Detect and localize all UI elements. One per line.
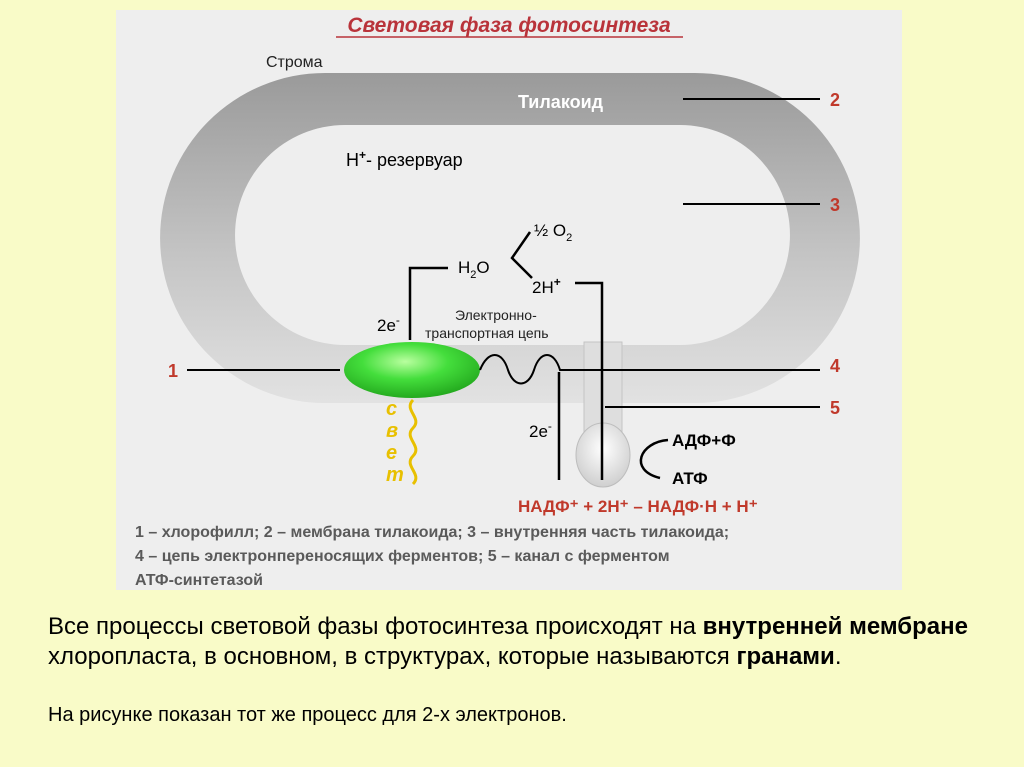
label-light-3: е <box>386 442 397 464</box>
thylakoid-membrane <box>160 73 860 403</box>
marker-3: 3 <box>830 195 840 215</box>
marker-5: 5 <box>830 398 840 418</box>
label-electrons-right: 2e- <box>529 419 552 441</box>
label-light-1: с <box>386 398 397 420</box>
label-atp: АТФ <box>672 469 708 488</box>
note-paragraph: На рисунке показан тот же процесс для 2-… <box>48 704 567 727</box>
description-text-3: . <box>835 643 842 670</box>
marker-1: 1 <box>168 361 178 381</box>
marker-2: 2 <box>830 90 840 110</box>
label-light-4: т <box>386 464 404 486</box>
nadp-equation: НАДФ⁺ + 2Н⁺ – НАДФ·Н + Н⁺ <box>518 497 758 516</box>
label-etc-line1: Электронно- <box>455 307 537 323</box>
chlorophyll <box>344 342 480 398</box>
label-thylakoid: Тилакоид <box>518 92 604 112</box>
legend-line-3: АТФ-синтетазой <box>135 572 263 589</box>
light-wave <box>410 400 416 484</box>
label-water: H2O <box>458 258 490 281</box>
description-text-2: хлоропласта, в основном, в структурах, к… <box>48 643 736 670</box>
label-h-reservoir: H+- резервуар <box>346 148 463 170</box>
label-stroma: Строма <box>266 54 323 71</box>
water-split-lines <box>512 232 532 278</box>
description-paragraph: Все процессы световой фазы фотосинтеза п… <box>48 612 1008 672</box>
label-two-protons: 2H+ <box>532 275 561 297</box>
diagram-title: Световая фаза фотосинтеза <box>347 14 671 37</box>
legend-line-1: 1 – хлорофилл; 2 – мембрана тилакоида; 3… <box>135 524 729 541</box>
marker-4: 4 <box>830 356 840 376</box>
description-text-1: Все процессы световой фазы фотосинтеза п… <box>48 613 703 640</box>
description-bold-1: внутренней мембране <box>703 613 968 640</box>
label-etc-line2: транспортная цепь <box>425 325 548 341</box>
adp-atp-arrow <box>641 440 668 478</box>
legend-line-2: 4 – цепь электронпереносящих ферментов; … <box>135 548 670 565</box>
label-adp: АДФ+Ф <box>672 431 736 450</box>
label-light-2: в <box>386 420 398 442</box>
label-half-oxygen: ½ O2 <box>534 221 572 244</box>
label-electrons-left: 2e- <box>377 313 400 335</box>
description-bold-2: гранами <box>736 643 834 670</box>
